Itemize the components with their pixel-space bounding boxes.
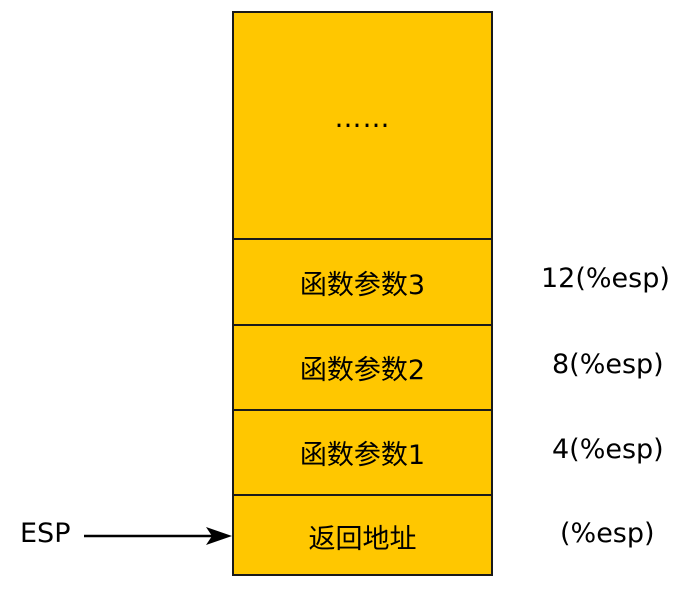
offset-label-arg1: 4(%esp)	[552, 434, 664, 465]
offset-label-return-address: (%esp)	[560, 518, 655, 549]
stack-cell-arg1: 函数参数1	[234, 409, 491, 494]
esp-pointer-label: ESP	[20, 518, 71, 549]
offset-label-arg3: 12(%esp)	[541, 263, 670, 294]
stack-cell-return-address: 返回地址	[234, 494, 491, 576]
stack-diagram: …… 函数参数3 函数参数2 函数参数1 返回地址	[232, 11, 493, 576]
esp-arrow-icon	[84, 527, 232, 545]
offset-label-arg2: 8(%esp)	[552, 349, 664, 380]
stack-cell-label: 返回地址	[308, 523, 417, 555]
stack-cell-ellipsis: ……	[234, 13, 491, 238]
stack-cell-label: 函数参数2	[299, 355, 426, 386]
stack-cell-arg3: 函数参数3	[234, 238, 491, 324]
stack-cell-label: 函数参数1	[299, 440, 426, 471]
esp-arrow-head	[206, 527, 232, 545]
stack-cell-label: 函数参数3	[299, 269, 426, 301]
stack-ellipsis-label: ……	[334, 103, 391, 134]
stack-cell-arg2: 函数参数2	[234, 324, 491, 409]
